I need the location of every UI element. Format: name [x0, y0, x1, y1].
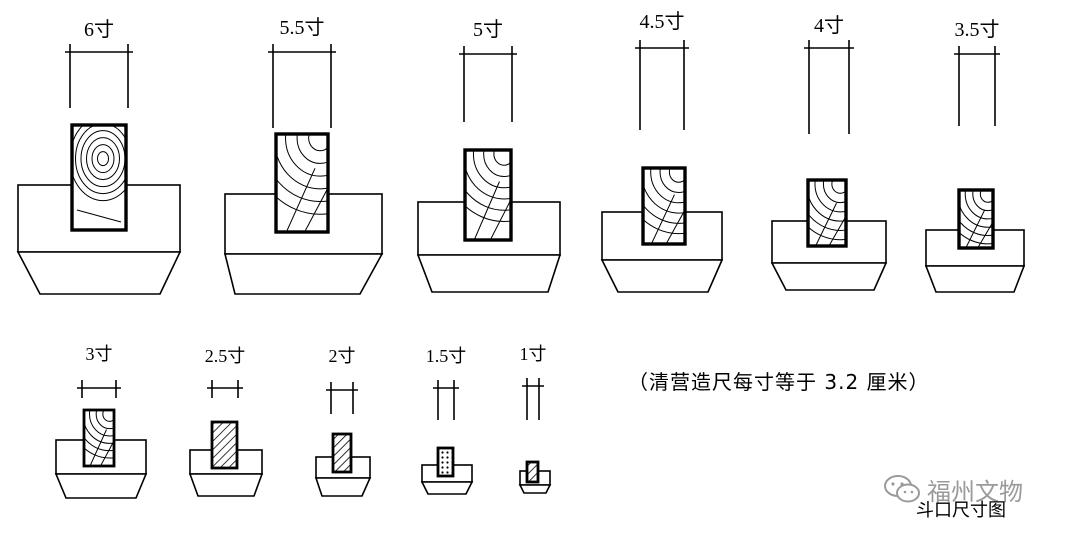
dimension-marker [326, 382, 358, 414]
timber-block [82, 408, 116, 468]
size-label: 3寸 [86, 344, 113, 364]
dimension-marker [433, 380, 459, 420]
dougou-size-10: 1.5寸 [420, 346, 474, 495]
dougou-size-6: 3.5寸 [924, 18, 1026, 293]
dimension-marker [459, 46, 517, 122]
timber-block [957, 188, 995, 250]
timber-block [806, 178, 848, 248]
dougou-size-3: 5寸 [416, 18, 562, 293]
dimension-marker [77, 380, 121, 398]
dougou-size-9: 2寸 [314, 346, 372, 497]
dougou-size-11: 1寸 [518, 344, 552, 494]
wechat-icon [884, 475, 920, 503]
size-label: 4寸 [814, 14, 844, 37]
timber-block [274, 132, 330, 234]
dougou-size-2: 5.5寸 [223, 16, 384, 295]
timber-block [525, 460, 540, 484]
timber-block [463, 148, 513, 242]
size-label: 1.5寸 [426, 346, 467, 366]
size-label: 4.5寸 [640, 10, 685, 33]
dimension-marker [804, 40, 854, 134]
scale-note: （清营造尺每寸等于 3.2 厘米） [628, 370, 930, 394]
watermark: 福州文物 [883, 472, 1023, 506]
dimension-marker [954, 46, 1000, 126]
timber-block [210, 420, 239, 470]
dimension-marker [207, 380, 243, 398]
size-label: 2寸 [329, 346, 356, 366]
timber-block [436, 446, 455, 478]
dimension-marker [635, 40, 689, 130]
watermark-text: 福州文物 [927, 477, 1023, 506]
dimension-marker [522, 378, 544, 420]
figure-title: 斗口尺寸图 [916, 500, 1006, 521]
dimension-marker [65, 44, 133, 108]
size-label: 6寸 [84, 18, 114, 41]
dougou-size-5: 4寸 [770, 14, 888, 291]
timber-block [70, 123, 128, 232]
dougou-size-4: 4.5寸 [600, 10, 724, 293]
size-label: 5寸 [473, 18, 503, 41]
timber-block [641, 166, 687, 246]
size-label: 2.5寸 [205, 346, 246, 366]
timber-block [331, 432, 353, 474]
size-label: 1寸 [520, 344, 547, 364]
dougou-size-8: 2.5寸 [188, 346, 264, 497]
dimension-marker [268, 44, 336, 128]
dougou-size-1: 6寸 [16, 18, 182, 295]
size-label: 5.5寸 [280, 16, 325, 39]
size-label: 3.5寸 [955, 18, 1000, 41]
dougou-size-7: 3寸 [54, 344, 148, 499]
